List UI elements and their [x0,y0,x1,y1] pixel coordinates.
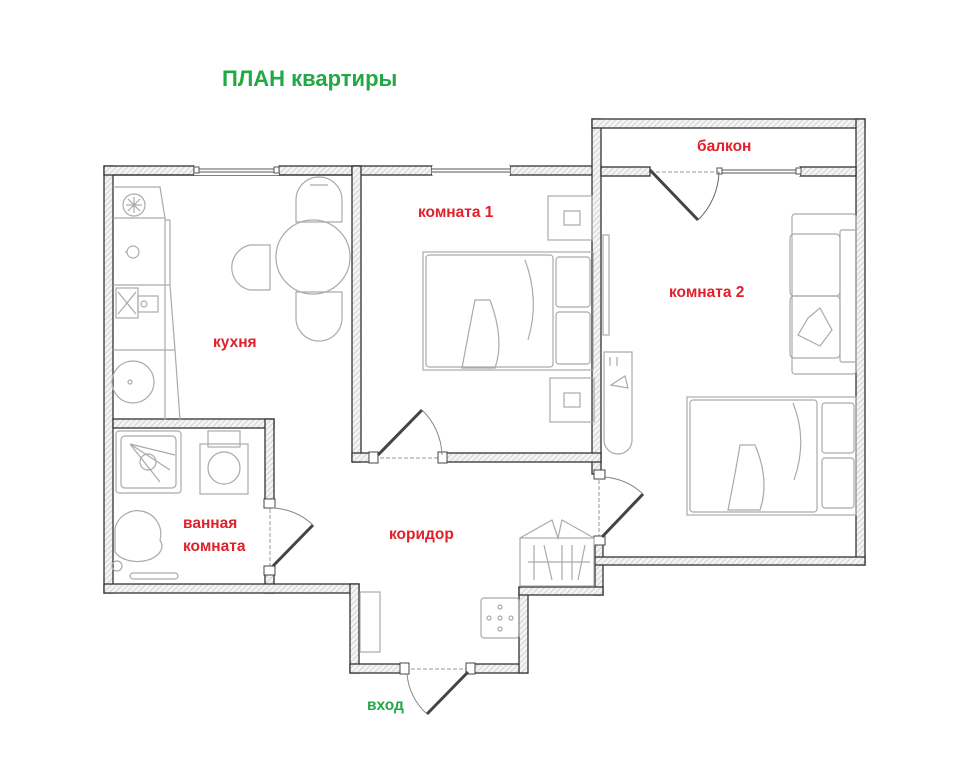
kitchen-furniture [111,176,351,421]
room-label-corridor: коридор [389,526,454,543]
room-label-room2: комната 2 [669,284,745,301]
doors [263,168,720,716]
room-label-room1: комната 1 [418,204,494,221]
corridor-furniture [359,519,595,653]
room-label-bathroom-line2: комната [183,538,246,555]
bathroom-furniture [111,430,249,580]
entry-label: вход [367,697,404,714]
room-label-kitchen: кухня [213,334,257,351]
windows [193,166,802,176]
room2-furniture [602,213,857,516]
room-label-bathroom-line1: ванная [183,515,238,532]
plan-title: ПЛАН квартиры [222,66,398,91]
walls [103,118,866,674]
room1-furniture [422,195,595,423]
room-label-balcony: балкон [697,138,752,155]
